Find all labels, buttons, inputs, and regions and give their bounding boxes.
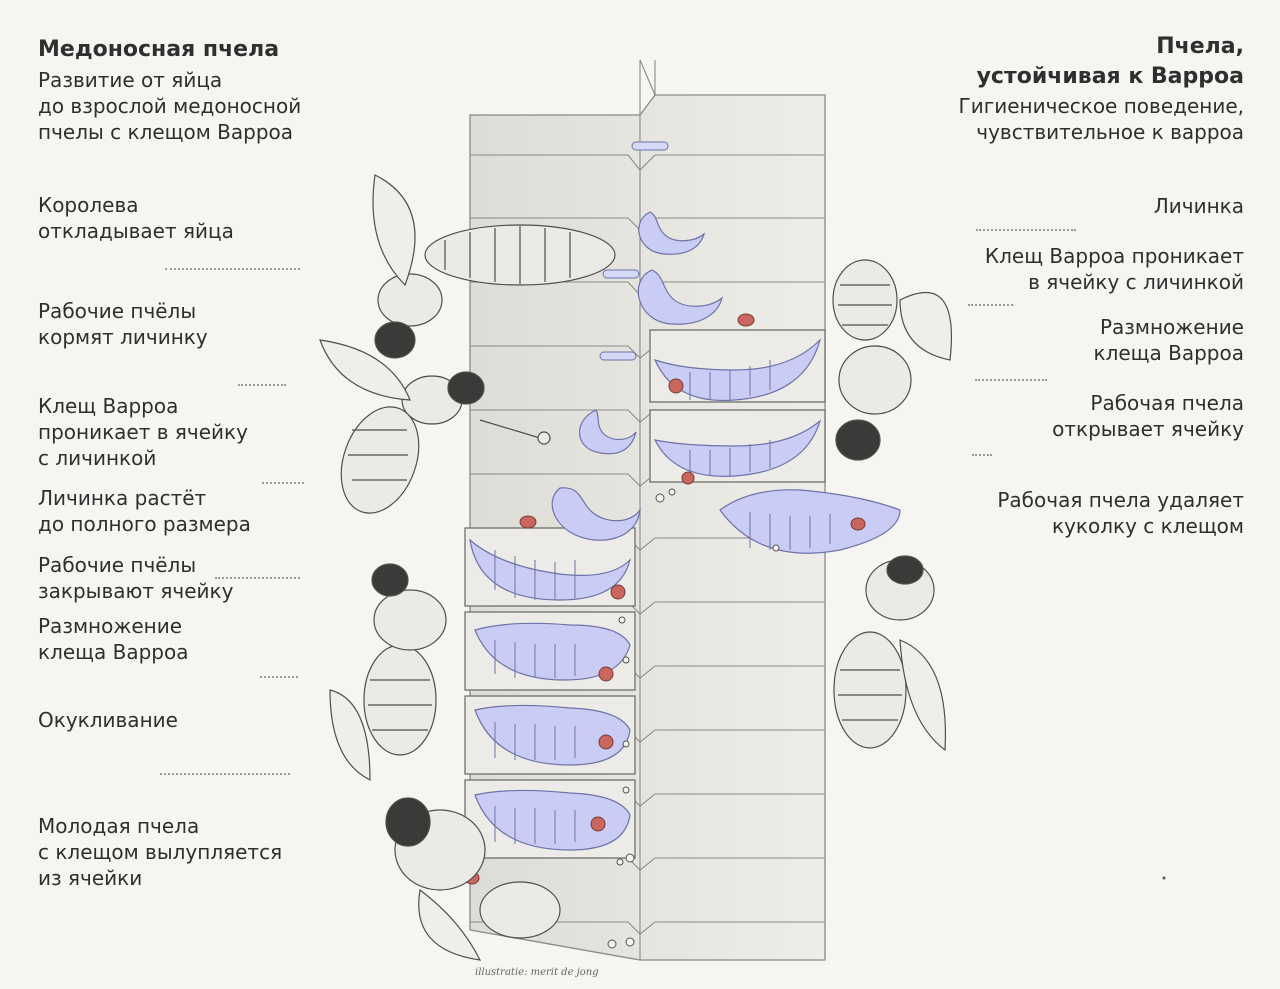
bee-worker-capping bbox=[329, 563, 447, 781]
left-step-workers-feed-larva: Рабочие пчёлы кормят личинку bbox=[38, 299, 208, 349]
illustration-credit: illustratie: merit de jong bbox=[475, 967, 599, 978]
right-step-varroa-reproduction: Размножение клеща Варроа bbox=[1093, 315, 1244, 365]
larvae bbox=[551, 211, 724, 541]
leader-dots bbox=[976, 229, 1076, 231]
leader-dots bbox=[238, 384, 286, 386]
left-subtitle: Развитие от яйца до взрослой медоносной … bbox=[38, 68, 302, 144]
left-step-varroa-enters-cell: Клещ Варроа проникает в ячейку с личинко… bbox=[38, 394, 248, 470]
right-subtitle: Гигиеническое поведение, чувствительное … bbox=[958, 94, 1244, 144]
left-step-pupation: Окукливание bbox=[38, 708, 178, 732]
segment-lines bbox=[494, 360, 831, 844]
leader-dots bbox=[165, 268, 300, 270]
leader-dots bbox=[975, 379, 1047, 381]
leader-dots bbox=[160, 773, 290, 775]
leader-dots bbox=[260, 676, 298, 678]
right-step-larva: Личинка bbox=[1153, 194, 1244, 218]
leader-dots bbox=[968, 304, 1013, 306]
left-step-queen-lays-eggs: Королева откладывает яйца bbox=[38, 193, 234, 243]
bee-emerging bbox=[385, 797, 561, 961]
young-mites bbox=[607, 488, 780, 949]
bee-worker-feeding bbox=[319, 339, 551, 514]
right-title: Пчела, устойчивая к Варроа bbox=[976, 34, 1244, 89]
left-title: Медоносная пчела bbox=[38, 37, 280, 62]
left-step-young-bee-emerges: Молодая пчела с клещом вылупляется из яч… bbox=[38, 814, 283, 890]
leader-dots bbox=[972, 454, 992, 456]
leader-dots bbox=[215, 577, 300, 579]
left-step-varroa-reproduction: Размножение клеща Варроа bbox=[38, 614, 189, 664]
right-step-varroa-enters-cell: Клещ Варроа проникает в ячейку с личинко… bbox=[984, 244, 1244, 294]
leader-dots bbox=[262, 482, 304, 484]
bee-queen bbox=[372, 174, 616, 359]
left-step-larva-grows: Личинка растёт до полного размера bbox=[38, 486, 251, 536]
bee-worker-removing bbox=[833, 555, 947, 752]
bee-worker-opening bbox=[832, 259, 952, 461]
left-step-workers-cap-cell: Рабочие пчёлы закрывают ячейку bbox=[38, 553, 234, 603]
right-step-worker-opens-cell: Рабочая пчела открывает ячейку bbox=[1052, 391, 1244, 441]
eggs bbox=[599, 141, 669, 361]
right-step-worker-removes-pupa: Рабочая пчела удаляет куколку с клещом bbox=[997, 488, 1244, 538]
